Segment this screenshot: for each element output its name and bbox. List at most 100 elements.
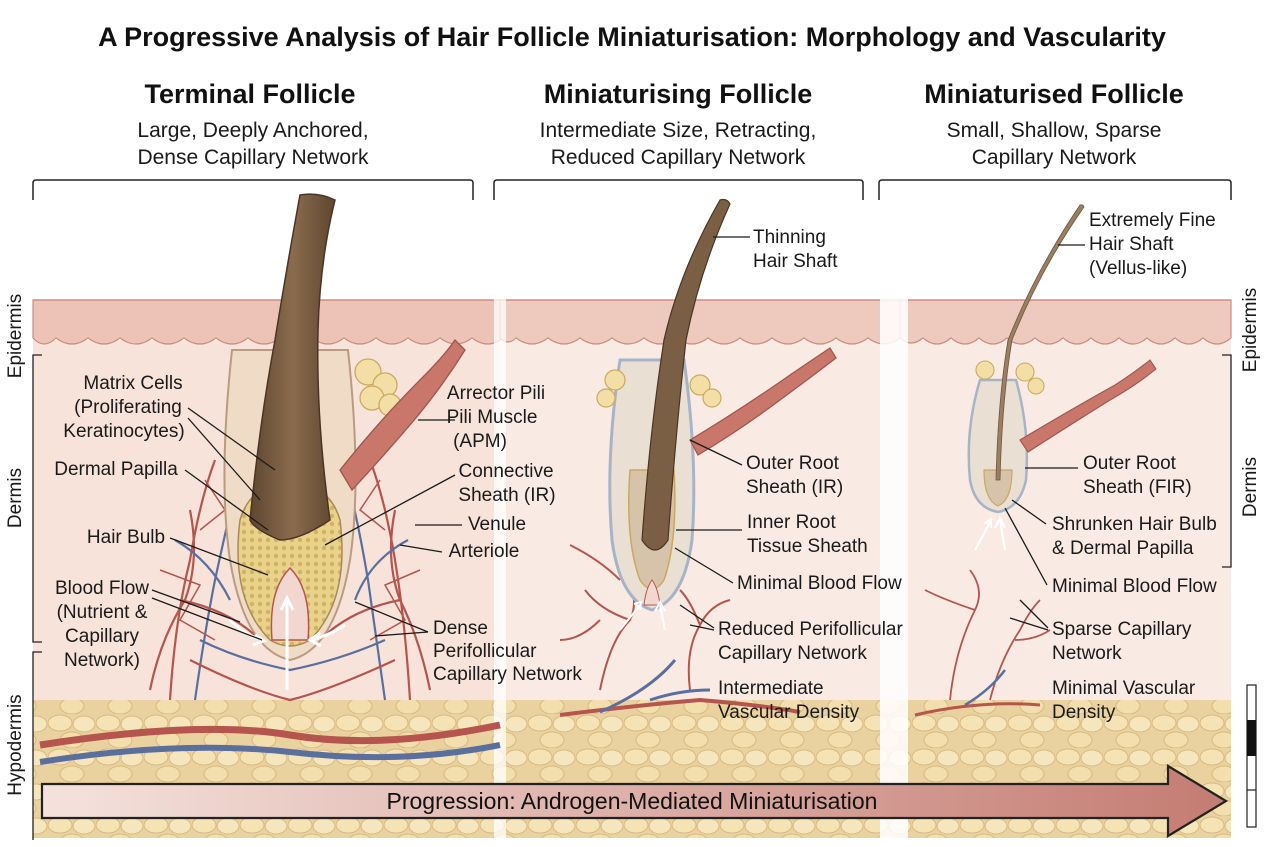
label-reduced-network: Capillary Network xyxy=(718,643,867,664)
dense-capillary-network xyxy=(148,459,432,702)
label-venule: Venule xyxy=(468,514,526,535)
panel-bracket xyxy=(493,179,864,200)
label-shrunken-bulb: & Dermal Papilla xyxy=(1052,538,1194,559)
label-arteriole: Arteriole xyxy=(449,541,520,562)
sparse-capillary-network xyxy=(924,569,1051,701)
label-sparse-network: Network xyxy=(1052,643,1122,664)
label-shrunken-bulb: Shrunken Hair Bulb xyxy=(1052,514,1217,535)
leader-line xyxy=(674,547,734,584)
label-outer-root-sheath: Sheath (IR) xyxy=(746,477,843,498)
label-hair-bulb: Hair Bulb xyxy=(87,527,165,548)
leader-line xyxy=(151,589,263,641)
label-fine-shaft: Extremely Fine xyxy=(1089,210,1216,231)
terminal-follicle xyxy=(39,193,501,765)
label-inner-root-sheath: Inner Root xyxy=(747,512,836,533)
panel-subtitle: Large, Deeply Anchored, xyxy=(137,119,368,142)
panel-subtitle: Reduced Capillary Network xyxy=(551,146,806,169)
labels-miniaturised: Extremely Fine Hair Shaft (Vellus-like) … xyxy=(1004,210,1217,723)
progression-arrow-icon: Progression: Androgen-Mediated Miniaturi… xyxy=(40,764,1229,838)
label-outer-root-sheath: Outer Root xyxy=(1083,453,1177,474)
deep-vein xyxy=(599,659,711,714)
labels-miniaturising: Thinning Hair Shaft Outer Root Sheath (I… xyxy=(674,227,903,723)
leader-line xyxy=(399,544,443,553)
panel-subtitle: Small, Shallow, Sparse xyxy=(947,119,1162,142)
venule-vessel xyxy=(39,742,501,765)
label-arrector-pili: Arrector Pili xyxy=(447,383,545,404)
arrector-pili-muscle xyxy=(339,338,466,492)
label-arrector-pili: Pili Muscle xyxy=(447,407,538,428)
label-matrix-cells: (Proliferating xyxy=(74,397,182,418)
layer-label-hypodermis: Hypodermis xyxy=(5,694,26,795)
panel-header-terminal: Terminal Follicle Large, Deeply Anchored… xyxy=(137,79,369,169)
panel-header-miniaturising: Miniaturising Follicle Intermediate Size… xyxy=(540,79,817,169)
layer-label-epidermis: Epidermis xyxy=(5,294,26,378)
leader-line xyxy=(689,439,743,466)
leader-line xyxy=(324,474,456,546)
shrunken-bulb xyxy=(983,469,1013,507)
label-thinning-shaft: Hair Shaft xyxy=(753,251,838,272)
miniaturised-follicle xyxy=(914,204,1157,717)
label-matrix-cells: Matrix Cells xyxy=(83,373,182,394)
labels-terminal: Matrix Cells (Proliferating Keratinocyte… xyxy=(54,373,582,685)
leader-line xyxy=(1004,507,1048,586)
label-minimal-density: Minimal Vascular xyxy=(1052,678,1196,699)
panel-subtitle: Intermediate Size, Retracting, xyxy=(540,119,817,142)
sebaceous-gland xyxy=(354,358,402,417)
leader-line xyxy=(1009,599,1049,631)
tissue-panel-miniaturised xyxy=(899,299,1232,838)
label-dense-network: Perifollicular xyxy=(433,641,537,662)
panel-bracket xyxy=(878,179,1232,200)
label-thinning-shaft: Thinning xyxy=(753,227,826,248)
leader-line xyxy=(187,407,276,501)
label-blood-flow: (Nutrient & xyxy=(57,602,148,623)
leader-line xyxy=(169,537,269,576)
sebaceous-gland xyxy=(596,369,722,408)
label-inner-root-sheath: Tissue Sheath xyxy=(747,536,868,557)
minimal-flow-arrows xyxy=(974,515,1006,551)
deep-vein xyxy=(964,669,1006,707)
panel-heading: Terminal Follicle xyxy=(144,79,355,109)
label-sparse-network: Sparse Capillary xyxy=(1052,619,1192,640)
label-blood-flow: Capillary xyxy=(65,626,139,647)
label-blood-flow: Blood Flow xyxy=(55,578,149,599)
label-connective-sheath: Sheath (IR) xyxy=(458,485,555,506)
panel-header-miniaturised: Miniaturised Follicle Small, Shallow, Sp… xyxy=(924,79,1184,169)
layer-scale-left xyxy=(32,354,42,840)
diagram-title: A Progressive Analysis of Hair Follicle … xyxy=(98,22,1166,52)
label-blood-flow: Network) xyxy=(64,650,140,671)
label-minimal-density: Density xyxy=(1052,702,1116,723)
label-minimal-blood-flow: Minimal Blood Flow xyxy=(1052,576,1217,597)
arrector-pili-muscle xyxy=(689,347,837,456)
leader-line xyxy=(1011,499,1047,525)
label-connective-sheath: Connective xyxy=(458,461,553,482)
thinning-hair-shaft xyxy=(641,198,731,551)
label-fine-shaft: (Vellus-like) xyxy=(1089,258,1187,279)
panel-bracket xyxy=(32,179,474,200)
panel-heading: Miniaturised Follicle xyxy=(924,79,1184,109)
label-arrector-pili: (APM) xyxy=(453,431,507,452)
label-reduced-network: Reduced Perifollicular xyxy=(718,619,903,640)
miniaturising-follicle xyxy=(559,198,837,717)
label-dense-network: Dense xyxy=(433,618,488,639)
dermal-papilla-mini xyxy=(643,579,661,606)
terminal-hair-shaft xyxy=(249,193,336,541)
label-matrix-cells: Keratinocytes) xyxy=(63,421,184,442)
progression-label: Progression: Androgen-Mediated Miniaturi… xyxy=(387,788,878,814)
label-intermediate-density: Vascular Density xyxy=(718,702,860,723)
minimal-flow-arrows xyxy=(619,599,666,631)
label-fine-shaft: Hair Shaft xyxy=(1089,234,1174,255)
leader-line xyxy=(354,601,429,637)
layer-label-dermis: Dermis xyxy=(5,468,26,528)
label-outer-root-sheath: Sheath (FIR) xyxy=(1083,477,1192,498)
sebaceous-gland xyxy=(975,360,1045,395)
deep-vessel xyxy=(914,702,1041,717)
arteriole-vessel xyxy=(39,721,501,749)
layer-label-epidermis: Epidermis xyxy=(1240,288,1261,372)
label-minimal-blood-flow: Minimal Blood Flow xyxy=(737,573,902,594)
label-dermal-papilla: Dermal Papilla xyxy=(54,459,178,480)
panel-heading: Miniaturising Follicle xyxy=(544,79,813,109)
panel-subtitle: Dense Capillary Network xyxy=(137,146,369,169)
leader-line xyxy=(184,469,269,531)
label-dense-network: Capillary Network xyxy=(433,664,582,685)
